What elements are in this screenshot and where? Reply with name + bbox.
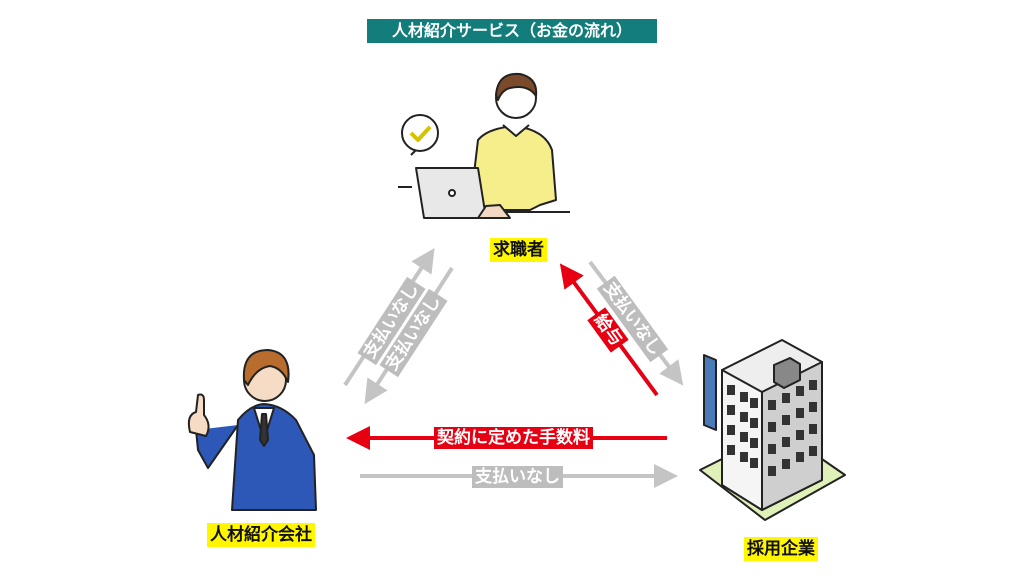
agency-person-illustration <box>187 349 317 511</box>
label-employer: 採用企業 <box>744 537 818 561</box>
label-job-seeker: 求職者 <box>490 238 547 262</box>
flow-agency-to-employer-label: 支払いなし <box>472 466 563 488</box>
job-seeker-illustration <box>398 72 570 219</box>
employer-building-illustration <box>699 339 846 521</box>
diagram-title: 人材紹介サービス（お金の流れ） <box>367 19 657 43</box>
label-agency: 人材紹介会社 <box>207 523 315 547</box>
flow-fee-label: 契約に定めた手数料 <box>434 427 593 449</box>
